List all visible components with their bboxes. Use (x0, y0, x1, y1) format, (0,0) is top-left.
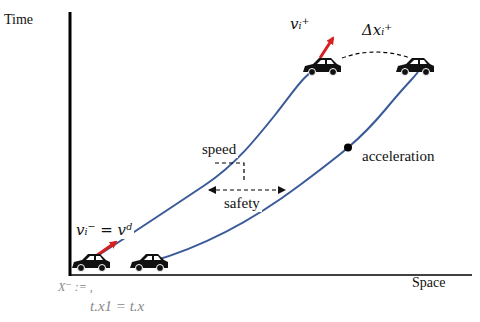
car-window (144, 256, 161, 260)
gap-bracket (342, 52, 410, 58)
car-window (410, 60, 427, 64)
speed-bracket (215, 163, 244, 180)
car-window (317, 60, 334, 64)
car-window (86, 256, 103, 260)
math-label: vᵢ⁻ = vᵈ (74, 222, 134, 239)
time-axis (69, 12, 72, 276)
car-wheel (309, 69, 316, 76)
trajectory-curve (150, 72, 418, 262)
car-wheel (99, 265, 106, 272)
car-wheel (423, 69, 430, 76)
car-icon (72, 254, 110, 272)
math-label: Δxᵢ⁺ (362, 22, 392, 39)
math-label: vᵢ⁺ (290, 16, 309, 33)
car-wheel (330, 69, 337, 76)
annotation-label: speed (200, 141, 238, 158)
stray-text: t.x1 = t.x (90, 298, 144, 315)
car-icon (396, 58, 434, 76)
car-wheel (78, 265, 85, 272)
velocity-arrow (320, 38, 333, 58)
axis-label: Space (412, 275, 445, 290)
annotation-label: acceleration (360, 148, 436, 165)
velocity-arrow (96, 242, 116, 256)
safety-arrow (209, 189, 285, 190)
space-axis (70, 274, 472, 276)
acceleration-dot (344, 144, 352, 152)
axis-label: Time (4, 12, 33, 27)
car-wheel (136, 265, 143, 272)
car-wheel (402, 69, 409, 76)
car-icon (130, 254, 168, 272)
stray-text: X⁻ := , (58, 281, 93, 294)
car-icon (303, 58, 341, 76)
car-wheel (157, 265, 164, 272)
annotation-label: safety (222, 195, 262, 212)
